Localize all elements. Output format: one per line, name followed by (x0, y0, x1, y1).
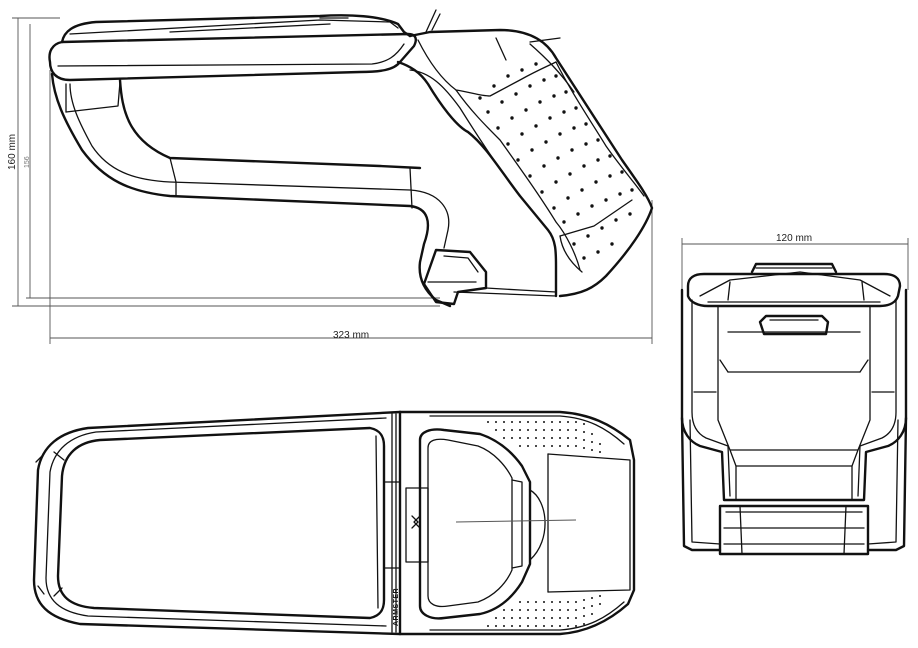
top-perforation-dots (487, 421, 601, 627)
front-top-cap (750, 262, 838, 274)
front-view (680, 262, 908, 556)
front-body (680, 288, 908, 502)
height-label: 160 mm (7, 134, 18, 170)
dimension-length: 323 mm (49, 70, 653, 344)
rear-pad (408, 28, 654, 298)
perforation-dots (478, 62, 634, 260)
top-tray (418, 428, 532, 620)
width-label: 120 mm (776, 233, 812, 244)
lid-top (60, 14, 412, 44)
top-rear-outer (398, 410, 636, 636)
base-bracket (422, 248, 488, 306)
height-inner-label: 156 (24, 156, 31, 168)
lid-body (48, 32, 417, 82)
top-view: ARMSTER (32, 410, 636, 636)
front-base (718, 504, 870, 556)
side-view (48, 9, 654, 308)
brand-logo: ARMSTER (393, 588, 400, 626)
top-lid-inner (56, 426, 386, 620)
front-latch (758, 314, 830, 336)
length-label: 323 mm (333, 330, 369, 341)
front-lid (686, 272, 902, 308)
dimension-height: 160 mm 156 (7, 17, 440, 307)
armrest-body (50, 72, 452, 308)
dimension-width: 120 mm (681, 233, 909, 290)
top-lid-outer (32, 410, 402, 636)
